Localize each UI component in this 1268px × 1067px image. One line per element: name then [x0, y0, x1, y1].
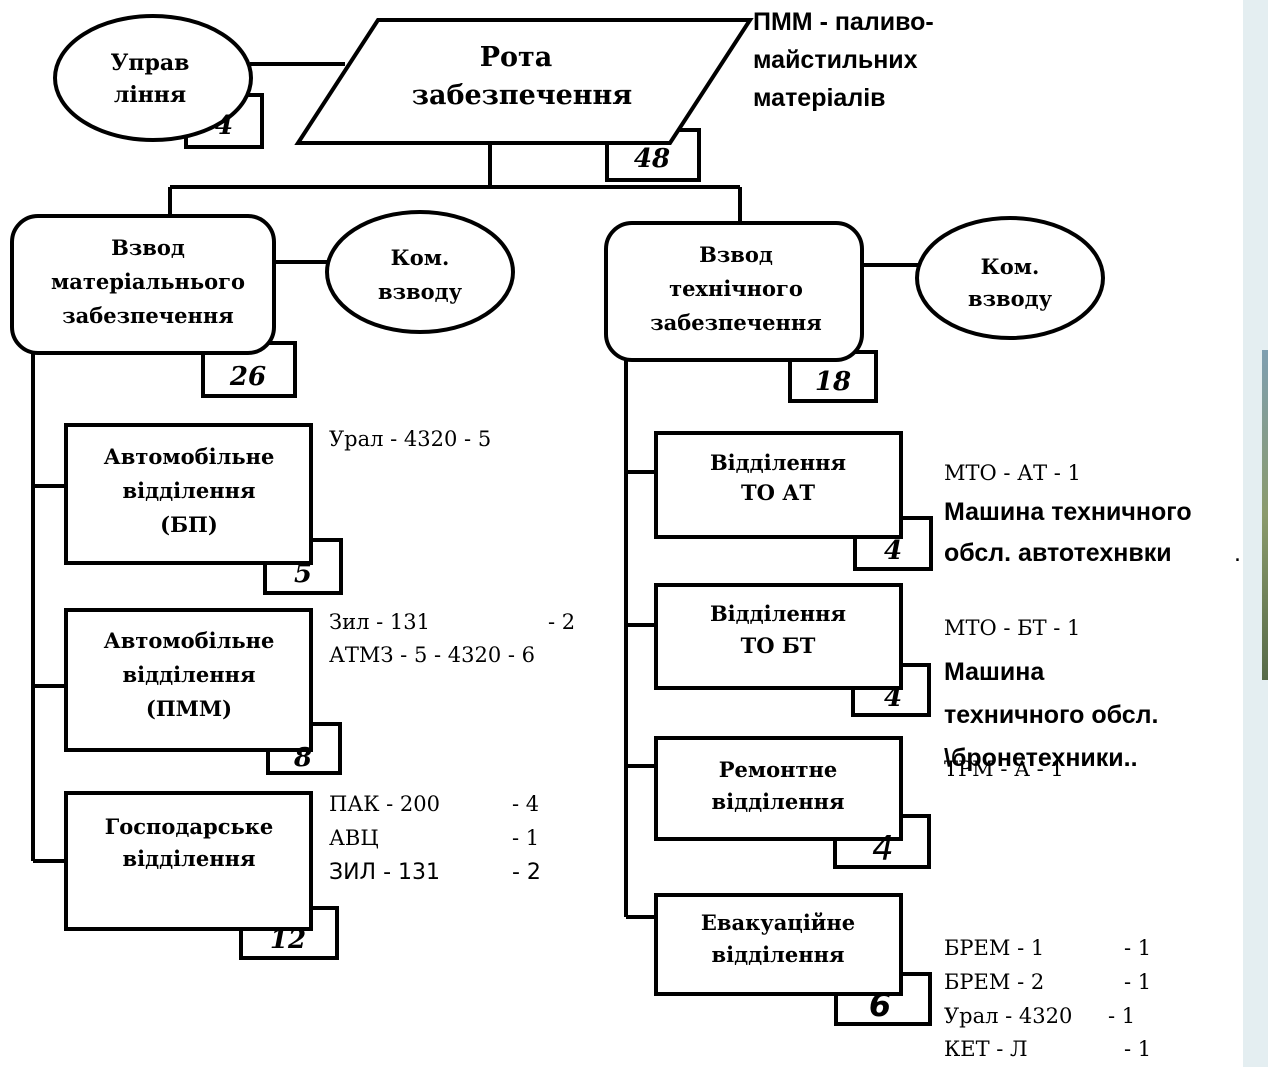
unit-pmm-label-1: Автомобільне [104, 628, 275, 653]
unit-bp-box [64, 423, 313, 565]
unit-repair-label-2: відділення [712, 789, 845, 814]
management-label-1: Управ [111, 50, 190, 76]
platoon-materiel-label-3: забезпечення [62, 303, 234, 328]
unit-household-equipment-2: АВЦ [329, 826, 379, 850]
root-label-2: забезпечення [412, 80, 633, 111]
unit-bp-label-1: Автомобільне [104, 444, 275, 469]
note-pmm-line-3: матеріалів [753, 84, 886, 112]
unit-to-bt-label-1: Відділення [710, 601, 846, 626]
unit-bp-label-2: відділення [123, 478, 256, 503]
unit-to-bt-count: 4 [884, 683, 902, 713]
unit-household-count: 12 [270, 925, 306, 955]
unit-pmm-equipment-1-qty: - 2 [548, 610, 575, 634]
unit-pmm-count: 8 [293, 743, 312, 773]
management-count: 4 [215, 111, 233, 141]
management-ellipse [53, 14, 253, 142]
unit-repair-equipment-1: ТРМ - А - 1 [944, 757, 1064, 781]
unit-evac-equipment-1-qty: - 1 [1124, 936, 1151, 960]
management-label-2: ління [114, 82, 186, 108]
note-pmm-line-1: ПММ - паливо- [753, 8, 934, 36]
note-pmm-line-2: майстильних [753, 46, 918, 74]
unit-household-label-1: Господарське [105, 814, 274, 839]
platoon-materiel-commander-label-2: взводу [378, 279, 463, 304]
platoon-technical-box [604, 221, 864, 362]
platoon-materiel-count: 26 [229, 362, 266, 392]
unit-evac-label-1: Евакуаційне [701, 910, 855, 935]
unit-pmm-equipment-1: Зил - 131 [329, 610, 430, 634]
unit-evac-label-2: відділення [712, 942, 845, 967]
unit-to-at-label-1: Відділення [710, 450, 846, 475]
unit-evac-equipment-4-qty: - 1 [1124, 1037, 1151, 1061]
unit-household-label-2: відділення [123, 846, 256, 871]
unit-evac-equipment-4: КЕТ - Л [944, 1037, 1028, 1061]
platoon-materiel-commander [325, 210, 515, 334]
unit-pmm-label-3: (ПММ) [146, 696, 232, 721]
unit-household-equipment-1: ПАК - 200 [329, 792, 440, 816]
unit-bp-count: 5 [294, 559, 312, 589]
unit-evac-count: 6 [869, 986, 891, 1024]
unit-bp-equipment-1: Урал - 4320 - 5 [329, 427, 491, 451]
unit-evac-equipment-2-qty: - 1 [1124, 970, 1151, 994]
platoon-materiel-commander-label-1: Ком. [391, 245, 450, 270]
unit-to-at-note-3: . [1234, 539, 1241, 567]
unit-to-at-count: 4 [884, 536, 902, 566]
platoon-technical-label-1: Взвод [699, 242, 773, 267]
root-label-1: Рота [480, 42, 553, 73]
unit-household-equipment-1-qty: - 4 [512, 792, 539, 816]
root-parallelogram [294, 18, 754, 145]
unit-to-at-note-1: Машина техничного [944, 498, 1192, 526]
unit-evac-box [654, 893, 903, 996]
unit-to-bt-label-2: ТО БТ [741, 633, 816, 658]
platoon-technical-commander-label-2: взводу [968, 286, 1053, 311]
unit-evac-equipment-2: БРЕМ - 2 [944, 970, 1044, 994]
platoon-materiel-box [10, 214, 276, 355]
unit-to-bt-equipment-1: МТО - БТ - 1 [944, 616, 1080, 640]
unit-evac-equipment-1: БРЕМ - 1 [944, 936, 1044, 960]
platoon-technical-commander [915, 216, 1105, 340]
unit-pmm-label-2: відділення [123, 662, 256, 687]
unit-pmm-box [64, 608, 313, 752]
unit-repair-label-1: Ремонтне [719, 757, 838, 782]
platoon-materiel-label-2: матеріальнього [51, 269, 245, 294]
unit-to-bt-note-1: Машина [944, 658, 1045, 686]
unit-to-bt-note-2: техничного обсл. [944, 701, 1159, 729]
root-count: 48 [634, 144, 670, 174]
unit-repair-box [654, 736, 903, 841]
unit-bp-label-3: (БП) [160, 512, 218, 537]
unit-household-equipment-3-qty: - 2 [512, 860, 541, 885]
unit-to-at-label-2: ТО АТ [741, 480, 815, 505]
unit-household-equipment-3: ЗИЛ - 131 [329, 860, 440, 885]
unit-to-bt-note-3: \бронетехники.. [944, 744, 1138, 772]
platoon-technical-label-2: технічного [669, 276, 803, 301]
unit-pmm-equipment-2: АТМЗ - 5 - 4320 - 6 [329, 643, 535, 667]
platoon-technical-count: 18 [815, 367, 851, 397]
platoon-materiel-label-1: Взвод [111, 235, 185, 260]
unit-evac-equipment-3: Урал - 4320 [944, 1004, 1072, 1028]
unit-household-equipment-2-qty: - 1 [512, 826, 539, 850]
platoon-technical-label-3: забезпечення [650, 310, 822, 335]
unit-to-at-equipment-1: МТО - АТ - 1 [944, 461, 1081, 485]
platoon-technical-commander-label-1: Ком. [981, 254, 1040, 279]
unit-evac-equipment-3-qty: - 1 [1108, 1004, 1135, 1028]
unit-household-box [64, 791, 313, 931]
unit-to-at-box [654, 431, 903, 539]
unit-to-bt-box [654, 583, 903, 690]
side-photo-edge [1262, 350, 1268, 680]
unit-to-at-note-2: обсл. автотехнвки [944, 539, 1172, 567]
unit-repair-count: 4 [872, 829, 894, 869]
